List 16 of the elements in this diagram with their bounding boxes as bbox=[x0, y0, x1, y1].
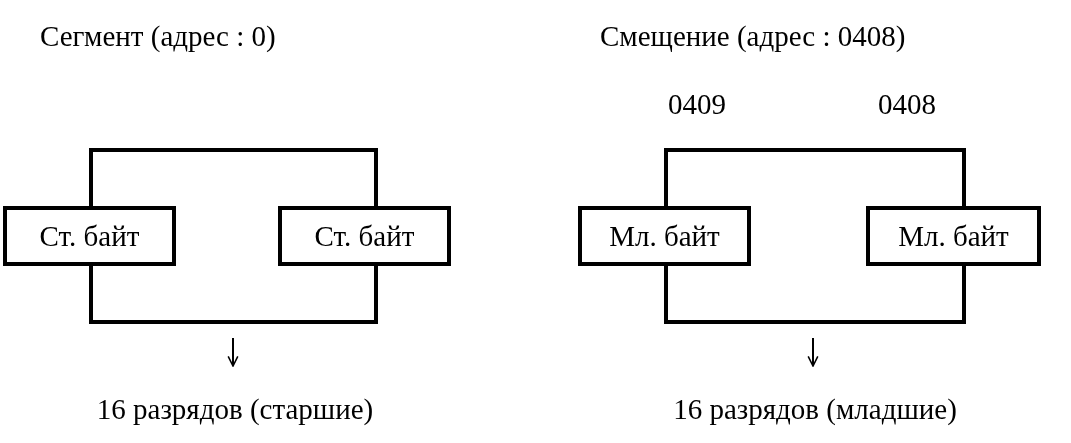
heading-text: Смещение (адрес : 0408) bbox=[600, 20, 906, 53]
result-text: 16 разрядов (старшие) bbox=[80, 388, 390, 430]
down-arrow bbox=[227, 337, 239, 367]
connector-line bbox=[664, 266, 966, 324]
connector-line bbox=[89, 148, 378, 206]
result-text: 16 разрядов (младшие) bbox=[660, 388, 970, 430]
byte-box: Мл. байт bbox=[866, 206, 1041, 266]
byte-box: Ст. байт bbox=[278, 206, 451, 266]
connector-line bbox=[89, 266, 378, 324]
down-arrow bbox=[807, 337, 819, 367]
address-label: 0408 bbox=[878, 88, 936, 121]
byte-box: Ст. байт bbox=[3, 206, 176, 266]
heading-text: Сегмент (адрес : 0) bbox=[40, 20, 276, 53]
address-label: 0409 bbox=[668, 88, 726, 121]
byte-box: Мл. байт bbox=[578, 206, 751, 266]
connector-line bbox=[664, 148, 966, 206]
